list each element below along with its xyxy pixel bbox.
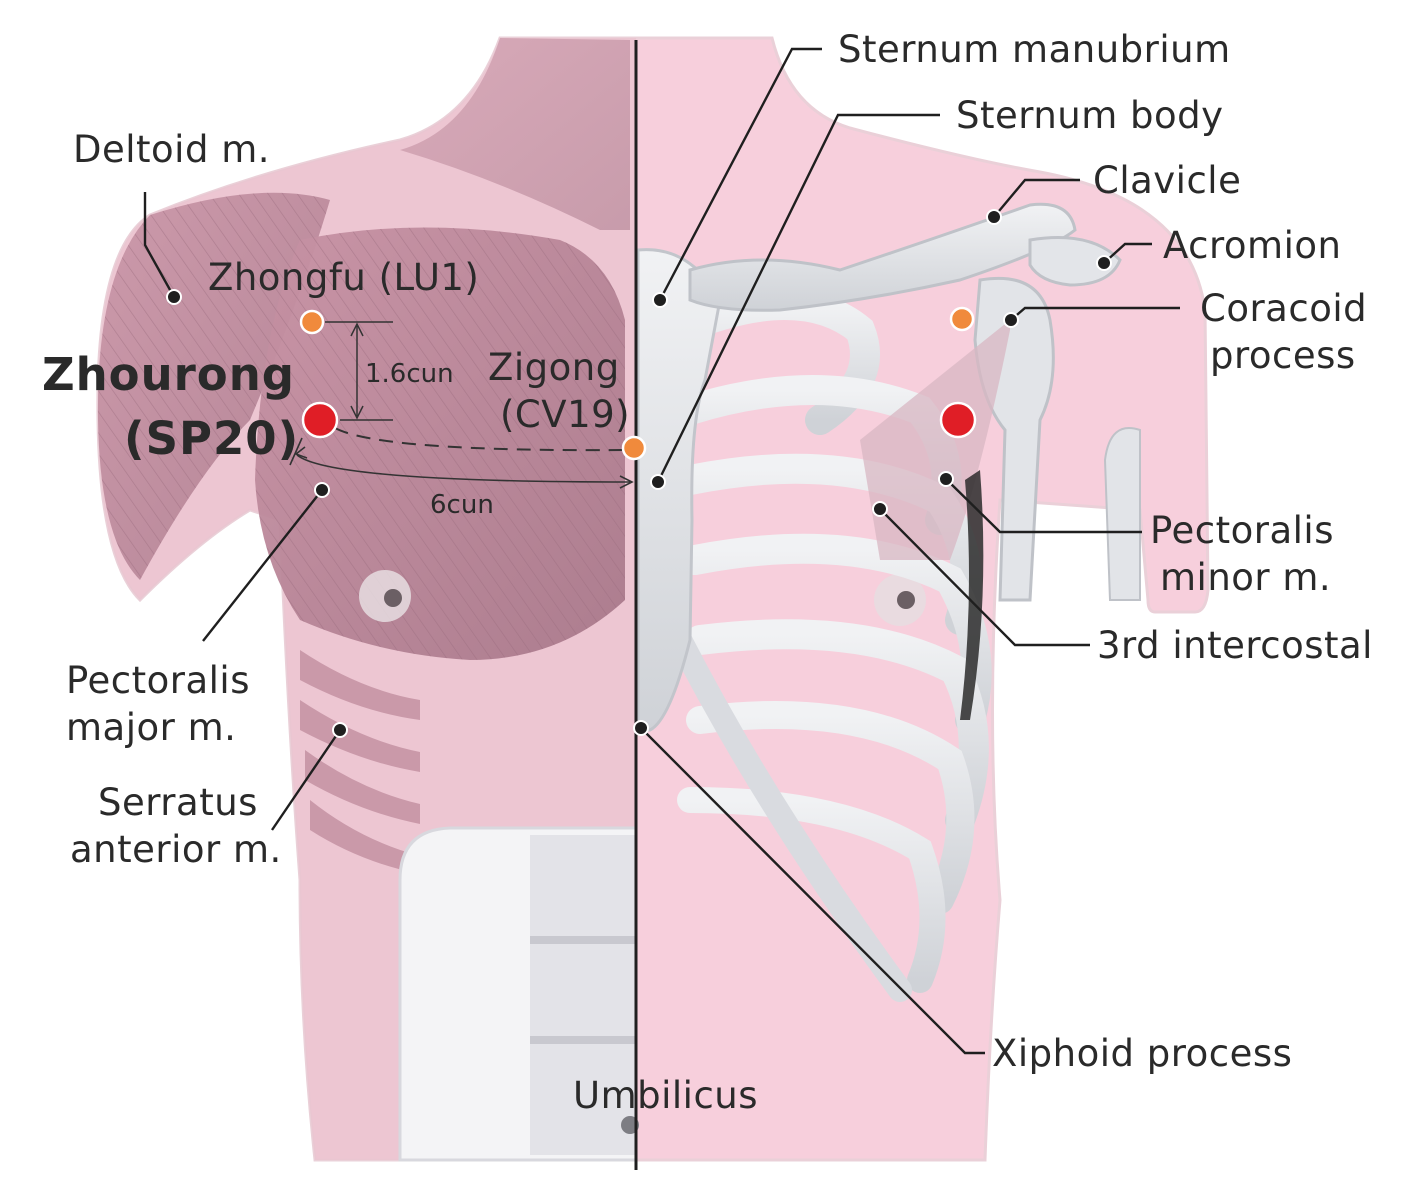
right-nipple <box>874 574 926 626</box>
measurement-guides <box>289 321 634 489</box>
costal-cartilage <box>658 608 912 1002</box>
pectoralis-minor-label-line2: minor m. <box>1160 556 1331 599</box>
zigong-label-line1: Zigong <box>488 346 620 389</box>
pectoralis-major-label-line1: Pectoralis <box>66 659 250 702</box>
zigong-label-line2: (CV19) <box>500 393 630 436</box>
zhongfu-label: Zhongfu (LU1) <box>208 256 479 299</box>
deltoid-label: Deltoid m. <box>73 128 270 171</box>
pectoralis-minor-label-line1: Pectoralis <box>1150 509 1334 552</box>
pectoralis-major-label-line2: major m. <box>66 706 236 749</box>
cv19-point <box>621 435 647 461</box>
sp20-point-left <box>301 401 339 439</box>
axilla-shadow <box>960 470 984 720</box>
lu1-point-right <box>949 306 975 332</box>
zhourong-title-line2: (SP20) <box>124 412 299 465</box>
sternum <box>636 248 722 732</box>
zhourong-title-line1: Zhourong <box>42 348 295 401</box>
rectus-abdominis <box>530 835 636 1155</box>
measurement-6cun: 6cun <box>430 490 494 520</box>
serratus-label-line1: Serratus <box>98 781 258 824</box>
measurement-1-6cun: 1.6cun <box>365 359 454 389</box>
left-nipple <box>359 570 411 622</box>
acromion-label: Acromion <box>1163 224 1341 267</box>
lu1-point <box>299 309 325 335</box>
pectoralis-major-fibers <box>255 227 625 660</box>
umbilicus-label: Umbilicus <box>573 1074 758 1117</box>
acromion-bone <box>1028 236 1122 287</box>
xiphoid-label: Xiphoid process <box>992 1032 1292 1075</box>
pectoralis-minor-muscle <box>860 320 1010 560</box>
sternum-manubrium-label: Sternum manubrium <box>838 28 1231 71</box>
serratus-anterior-muscle <box>300 650 420 874</box>
skeleton-illustration <box>636 202 1141 1002</box>
third-intercostal-label: 3rd intercostal <box>1097 624 1373 667</box>
sp20-point-right <box>939 401 977 439</box>
coracoid-label-line2: process <box>1210 334 1356 377</box>
labels: Zhourong (SP20) Zhongfu (LU1) Zigong (CV… <box>42 28 1373 1117</box>
clavicle-bone <box>688 202 1077 312</box>
trapezius-muscle <box>400 38 630 230</box>
serratus-label-line2: anterior m. <box>70 828 282 871</box>
leader-lines <box>143 47 1180 1055</box>
torso-illustration <box>96 36 1210 1162</box>
coracoid-label-line1: Coracoid <box>1200 287 1367 330</box>
deltoid-fibers <box>97 192 330 580</box>
humerus-shaft <box>1103 427 1141 601</box>
acupoints <box>299 306 977 461</box>
sternum-body-label: Sternum body <box>956 94 1224 137</box>
clavicle-label: Clavicle <box>1093 159 1241 202</box>
